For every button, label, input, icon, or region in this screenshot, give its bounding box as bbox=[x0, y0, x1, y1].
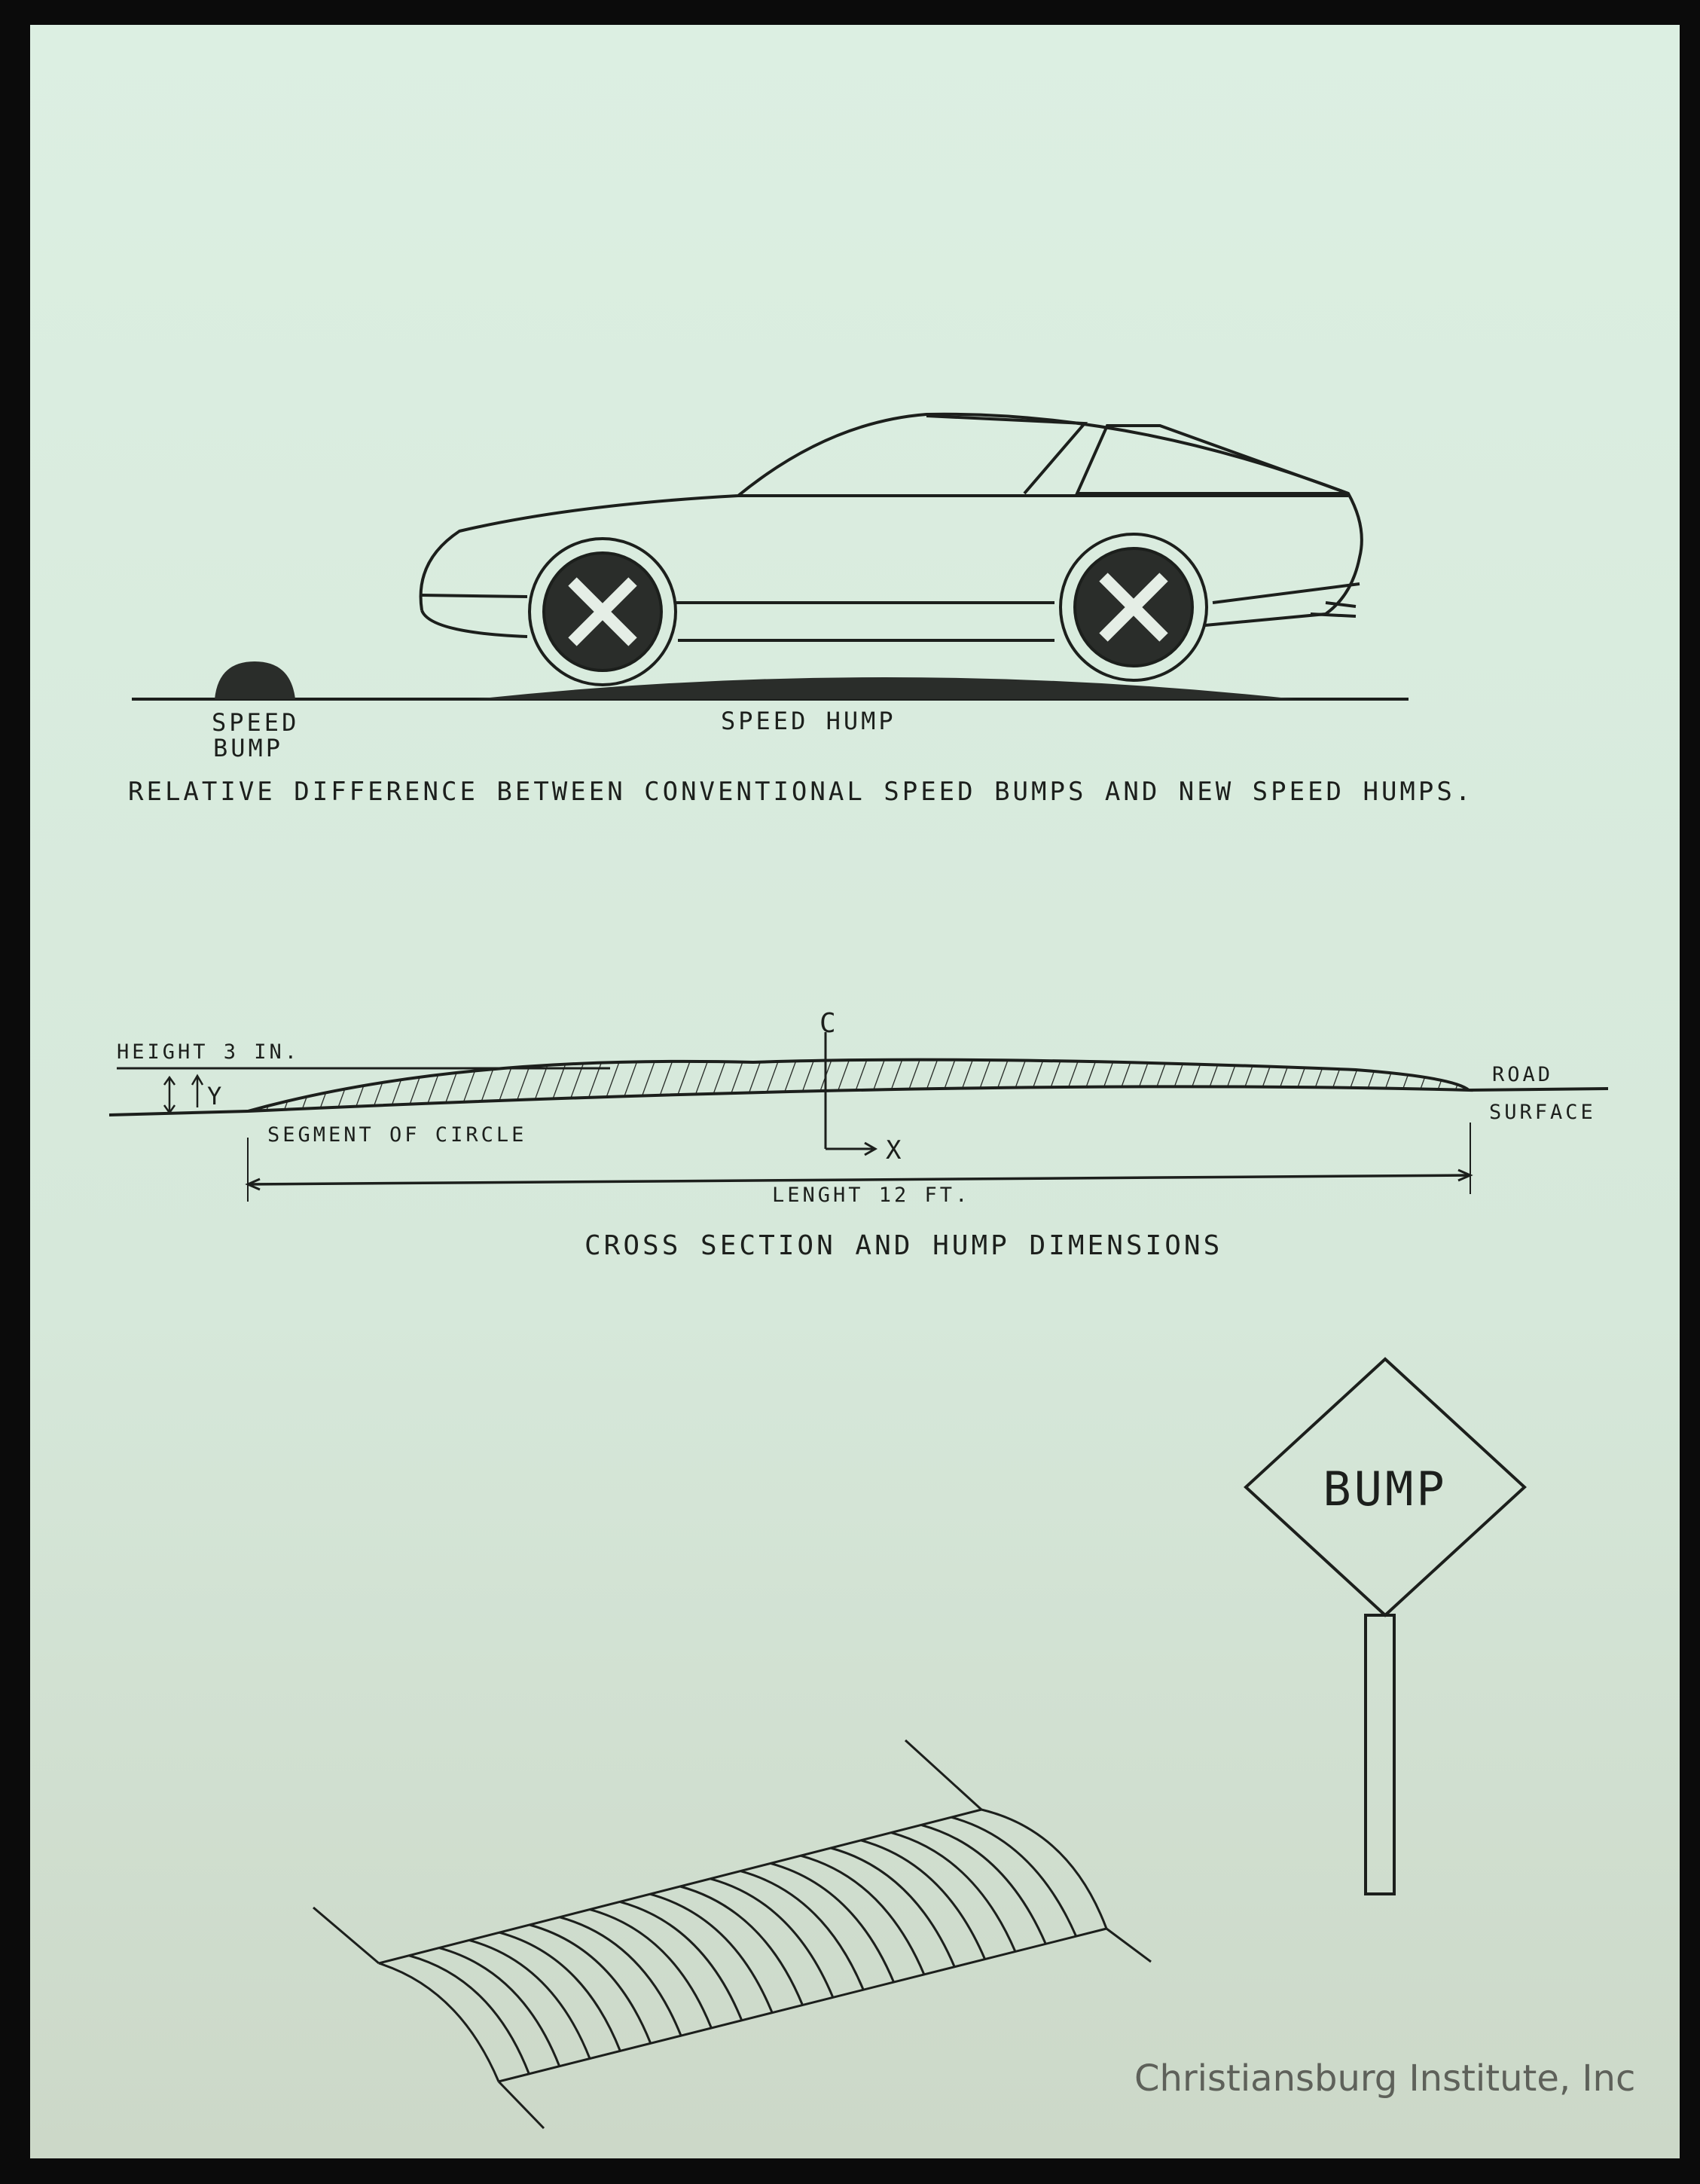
sign-text: BUMP bbox=[1323, 1462, 1447, 1517]
hump-rib bbox=[679, 1885, 804, 2006]
hump-rib bbox=[559, 1916, 682, 2036]
bump-sign bbox=[1244, 1357, 1527, 1895]
speed-hump-shape bbox=[475, 677, 1296, 699]
hump-rib bbox=[740, 1870, 865, 1990]
hump-rib bbox=[649, 1892, 774, 2014]
speed-bump-shape bbox=[215, 661, 295, 699]
hump-rib bbox=[951, 1816, 1078, 1937]
car-illustration bbox=[419, 412, 1363, 686]
hump-rib bbox=[589, 1908, 713, 2029]
hump-rib bbox=[529, 1923, 652, 2044]
speed-bump-label: SPEED bbox=[212, 708, 299, 737]
road-label: ROAD bbox=[1492, 1063, 1553, 1086]
length-label: LENGHT 12 FT. bbox=[772, 1184, 970, 1207]
perspective-hump-illustration bbox=[313, 1739, 1152, 2130]
hump-rib bbox=[499, 1931, 621, 2051]
front-wheel bbox=[1059, 533, 1208, 682]
hump-rib bbox=[408, 1954, 530, 2075]
height-label: HEIGHT 3 IN. bbox=[117, 1040, 300, 1064]
surface-label: SURFACE bbox=[1489, 1101, 1596, 1124]
hump-rib bbox=[860, 1839, 986, 1960]
hump-rib bbox=[800, 1854, 926, 1975]
rear-wheel bbox=[528, 537, 677, 686]
y-label: Y bbox=[207, 1082, 224, 1110]
hump-rib bbox=[438, 1947, 561, 2067]
figure2-caption: CROSS SECTION AND HUMP DIMENSIONS bbox=[584, 1230, 1222, 1261]
hump-rib bbox=[710, 1877, 835, 1998]
figure1-caption: RELATIVE DIFFERENCE BETWEEN CONVENTIONAL… bbox=[128, 777, 1473, 807]
centerline-label: C bbox=[819, 1008, 839, 1039]
hump-rib bbox=[619, 1900, 743, 2021]
speed-bump-label-2: BUMP bbox=[213, 734, 283, 762]
hump-rib bbox=[830, 1846, 956, 1968]
watermark: Christiansburg Institute, Inc bbox=[1134, 2057, 1635, 2100]
hump-rib bbox=[770, 1862, 895, 1983]
hump-rib bbox=[890, 1831, 1017, 1953]
x-label: X bbox=[886, 1135, 904, 1165]
segment-of-circle-label: SEGMENT OF CIRCLE bbox=[267, 1123, 526, 1147]
speed-hump-label: SPEED HUMP bbox=[721, 707, 896, 735]
hump-rib bbox=[920, 1823, 1047, 1944]
cross-section-diagram bbox=[108, 1032, 1609, 1202]
hump-rib bbox=[468, 1938, 591, 2060]
